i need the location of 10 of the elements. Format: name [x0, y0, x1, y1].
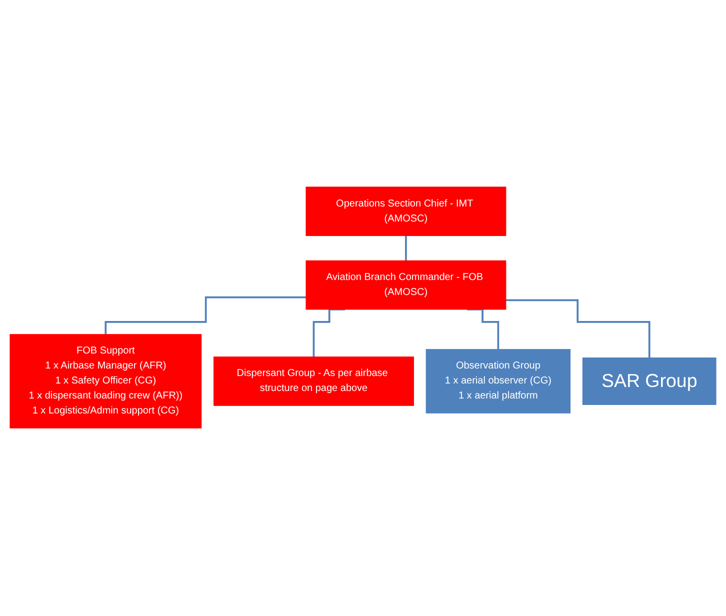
node-box [306, 260, 506, 310]
node-box [10, 334, 202, 429]
org-chart: Operations Section Chief - IMT (AMOSC) Aviation Branch Commander - FOB (AMOSC) FOB Support 1 x Airbase Manager (AFR) 1 x Safety Officer (CG) 1 x dispersant loading crew (AFR)) 1 x Logistics/Admin support (CG) Dispersant Group - As per airbase structure on page above Observation Group 1 x aerial observer (CG) 1 x aerial platform SAR Group [5, 182, 721, 434]
connector [506, 300, 650, 360]
node-box [306, 187, 506, 236]
connector [405, 235, 407, 262]
connector [104, 296, 306, 336]
node-box [426, 350, 571, 414]
node-box [213, 357, 414, 406]
node-box [582, 358, 716, 406]
